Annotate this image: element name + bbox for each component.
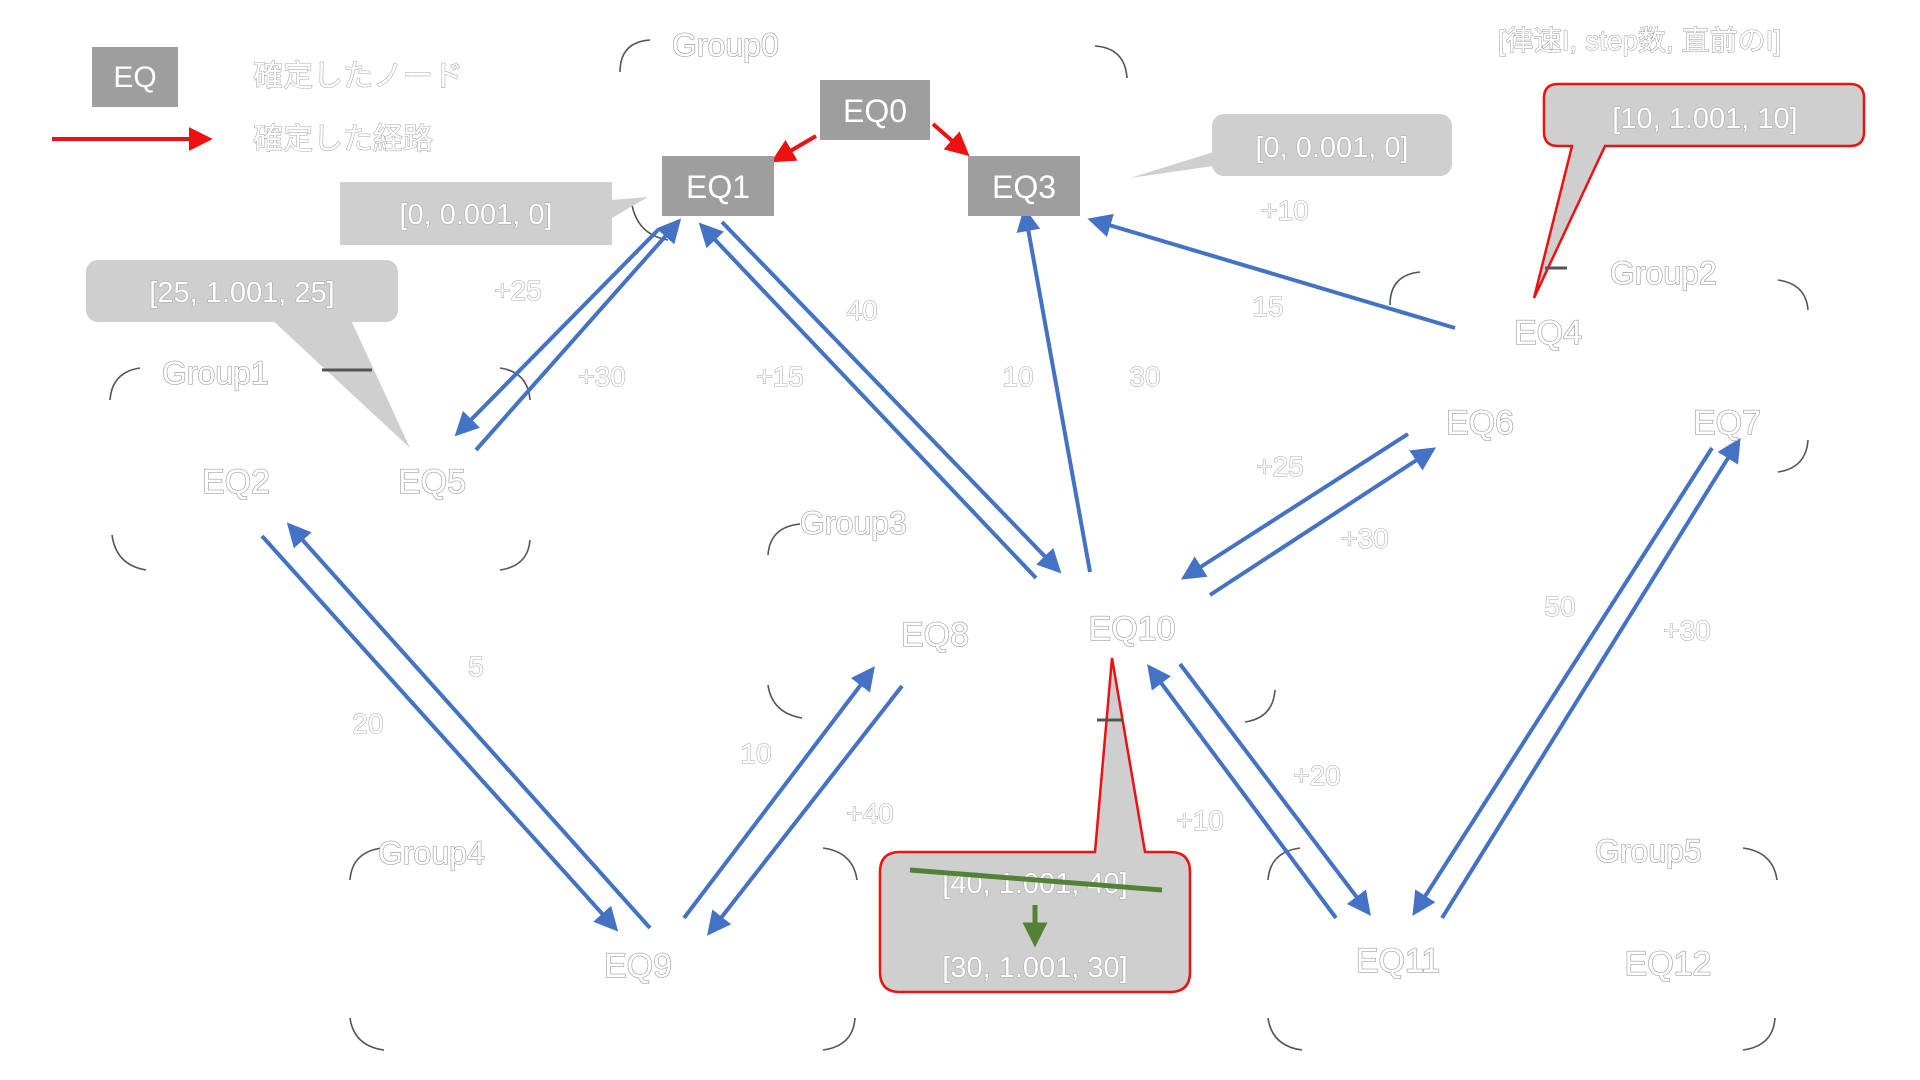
edge-label-eq4-eq3-a: +10 (1261, 195, 1309, 226)
node-eq4[interactable]: EQ4 (1513, 313, 1582, 352)
node-eq0-label: EQ0 (843, 93, 907, 129)
edge-label-eq1-eq10-up: 40 (846, 295, 877, 326)
legend-path-label: 確定した経路 (253, 123, 433, 156)
edge-eq9-eq2 (286, 522, 652, 930)
edge-label-eq10-eq11-a: +20 (1293, 760, 1341, 791)
edge-eq10-eq1 (698, 222, 1038, 580)
node-eq1-label: EQ1 (686, 169, 750, 205)
header-note: [律速I, step数, 直前のI] (1498, 25, 1781, 56)
edge-eq8-eq9 (707, 684, 904, 936)
path-eq0-eq3 (931, 122, 970, 157)
group-labels: Group0 Group1 Group2 Group3 Group4 Group… (161, 26, 1717, 871)
edge-eq10-eq11 (1178, 662, 1371, 916)
legend-node-label: 確定したノード (253, 60, 463, 93)
edge-label-eq9-eq8-b: +40 (846, 798, 894, 829)
callout-eq5-text: [25, 1.001, 25] (149, 277, 334, 309)
legend: EQ 確定したノード 確定した経路 (52, 47, 464, 157)
edge-label-eq9-eq8-a: 10 (740, 738, 771, 769)
edge-eq1-eq10 (720, 220, 1062, 574)
callout-eq1: [0, 0.001, 0] (340, 182, 648, 245)
edge-label-eq1-eq5-down: +30 (578, 361, 626, 392)
edge-label-eq11-eq7-b: +30 (1663, 615, 1711, 646)
group5-label: Group5 (1595, 833, 1702, 869)
edge-eq10-eq6 (1208, 447, 1437, 597)
node-eq3[interactable]: EQ3 (968, 156, 1080, 216)
node-eq8[interactable]: EQ8 (900, 615, 969, 654)
node-eq12[interactable]: EQ12 (1624, 944, 1712, 983)
edge-eq1-eq5 (454, 228, 660, 437)
edges (260, 207, 1741, 936)
callout-eq10: [40, 1.001, 40] [30, 1.001, 30] (878, 657, 1192, 994)
group3-label: Group3 (800, 505, 907, 541)
callout-eq4: [10, 1.001, 10] (1532, 82, 1866, 299)
group4-label: Group4 (378, 835, 485, 871)
edge-label-eq10-eq3-a: 10 (1002, 361, 1033, 392)
node-eq6[interactable]: EQ6 (1445, 403, 1514, 442)
edge-eq5-eq1 (474, 218, 682, 452)
node-eq5[interactable]: EQ5 (397, 462, 466, 501)
path-eq0-eq1 (770, 134, 818, 163)
edge-label-eq10-eq6-b: +30 (1341, 523, 1389, 554)
edge-label-eq10-eq6-a: +25 (1256, 451, 1304, 482)
group2-label: Group2 (1610, 255, 1717, 291)
callout-eq3: [0, 0.001, 0] (1130, 114, 1452, 178)
strikethrough-line (909, 867, 1163, 893)
edge-eq11-eq10 (1147, 664, 1338, 920)
edge-label-eq1-eq5-up: +25 (494, 275, 542, 306)
callout-eq5: [25, 1.001, 25] (86, 260, 410, 448)
callout-eq1-text: [0, 0.001, 0] (399, 199, 552, 231)
edge-label-eq1-eq10-down: +15 (756, 361, 804, 392)
group-brackets (109, 39, 1809, 1051)
edge-label-eq10-eq11-b: +10 (1176, 805, 1224, 836)
edge-eq10-eq3 (1016, 207, 1092, 573)
node-eq0[interactable]: EQ0 (820, 80, 930, 140)
node-eq10[interactable]: EQ10 (1088, 609, 1176, 648)
group1-label: Group1 (162, 355, 269, 391)
edge-eq9-eq8 (682, 666, 875, 920)
node-eq7[interactable]: EQ7 (1692, 403, 1761, 442)
node-eq1[interactable]: EQ1 (662, 156, 774, 216)
node-eq3-label: EQ3 (992, 169, 1056, 205)
edge-label-eq10-eq3-b: 30 (1129, 361, 1160, 392)
callout-eq3-text: [0, 0.001, 0] (1255, 132, 1408, 164)
unconfirmed-nodes: EQ2 EQ4 EQ5 EQ6 EQ7 EQ8 EQ9 EQ10 EQ11 EQ… (201, 313, 1761, 985)
legend-node-swatch (92, 47, 178, 107)
legend-node-sample: EQ (113, 61, 156, 94)
callout-eq10-new-text: [30, 1.001, 30] (942, 952, 1127, 984)
edge-eq11-eq7 (1440, 437, 1741, 920)
confirmed-paths (770, 122, 970, 163)
group0-label: Group0 (672, 27, 779, 63)
edge-label-eq11-eq7-a: 50 (1544, 591, 1575, 622)
edge-label-eq2-eq9-a: 5 (468, 651, 484, 682)
edge-eq4-eq3 (1087, 213, 1456, 330)
edge-label-eq2-eq9-b: 20 (352, 708, 383, 739)
edge-eq2-eq9 (260, 534, 619, 932)
callout-eq4-text: [10, 1.001, 10] (1612, 103, 1797, 135)
edge-labels: +25 +30 40 +15 10 30 +10 15 +25 +30 5 20… (352, 194, 1711, 836)
node-eq9[interactable]: EQ9 (603, 946, 672, 985)
node-eq11[interactable]: EQ11 (1355, 941, 1441, 980)
edge-eq6-eq10 (1180, 432, 1410, 580)
edge-eq7-eq11 (1412, 446, 1714, 917)
edge-label-eq4-eq3-b: 15 (1252, 291, 1283, 322)
node-eq2[interactable]: EQ2 (201, 462, 270, 501)
